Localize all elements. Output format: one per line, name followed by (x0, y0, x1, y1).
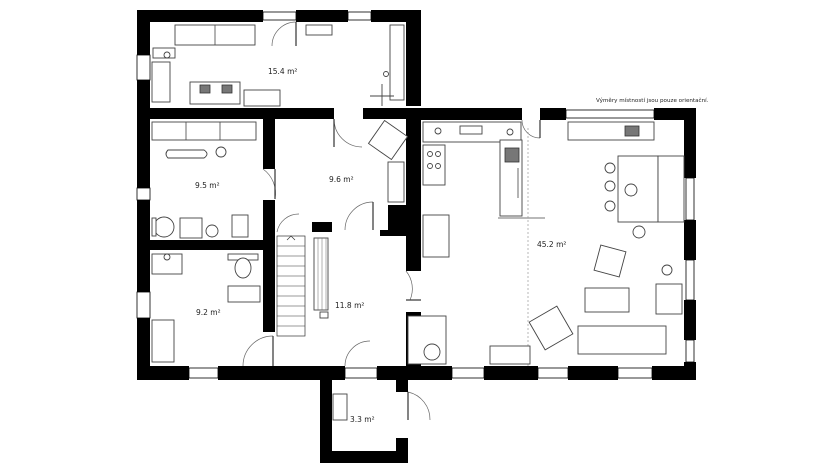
room-9-6-furniture (367, 119, 409, 203)
living-room-furniture (489, 121, 685, 365)
kitchen-furniture (407, 121, 545, 366)
disclaimer-note: Výměry místností jsou pouze orientační. (596, 97, 709, 104)
room-label-9-5: 9.5 m² (195, 181, 220, 190)
room-label-9-2: 9.2 m² (196, 308, 221, 317)
room-label-45-2: 45.2 m² (537, 240, 566, 249)
windows (136, 11, 695, 379)
room-label-11-8: 11.8 m² (335, 301, 364, 310)
room-labels: 15.4 m² 9.5 m² 9.6 m² 9.2 m² 11.8 m² 45.… (195, 67, 709, 424)
staircase (276, 235, 329, 337)
annex-furniture (332, 393, 348, 421)
room-label-15-4: 15.4 m² (268, 67, 297, 76)
room-label-9-6: 9.6 m² (329, 175, 354, 184)
room-9-5-furniture (151, 121, 257, 239)
room-label-3-3: 3.3 m² (350, 415, 375, 424)
room-9-2-furniture (151, 253, 261, 363)
room-15-furniture (151, 24, 405, 107)
doors (242, 21, 541, 421)
walls (137, 10, 696, 463)
